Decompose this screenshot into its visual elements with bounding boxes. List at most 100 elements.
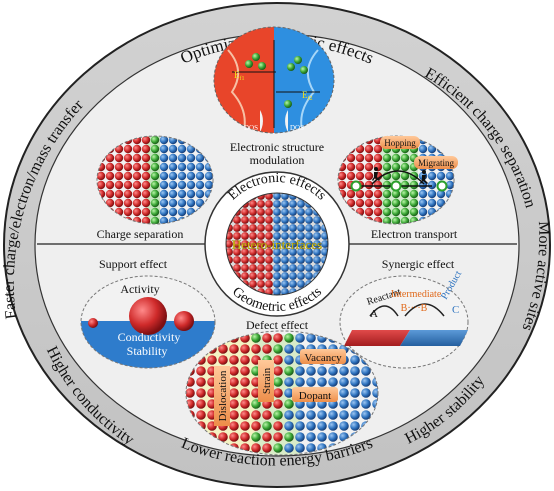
lattice-atom	[132, 180, 142, 190]
lattice-atom	[273, 200, 281, 208]
lattice-atom	[240, 388, 250, 398]
lattice-atom	[195, 198, 205, 208]
lattice-atom	[427, 189, 437, 199]
lattice-atom	[241, 240, 249, 248]
lattice-atom	[132, 144, 142, 154]
lattice-atom	[281, 248, 289, 256]
dos-label-left: DOS	[244, 124, 258, 132]
lattice-atom	[409, 207, 419, 217]
intermediate-label: Intermediate	[391, 289, 442, 300]
lattice-atom	[391, 198, 401, 208]
lattice-atom	[141, 162, 151, 172]
lattice-atom	[297, 256, 305, 264]
lattice-atom	[361, 410, 371, 420]
lattice-atom	[233, 256, 241, 264]
dislocation-tag	[214, 366, 230, 426]
lattice-atom	[251, 344, 261, 354]
lattice-atom	[204, 180, 213, 190]
lattice-atom	[177, 189, 187, 199]
lattice-atom	[297, 208, 305, 216]
lattice-atom	[141, 153, 151, 163]
lattice-atom	[186, 189, 196, 199]
lattice-atom	[427, 171, 437, 181]
lattice-atom	[249, 280, 257, 288]
lattice-atom	[273, 288, 281, 295]
lattice-atom	[159, 180, 169, 190]
lattice-atom	[313, 232, 321, 240]
lattice-atom	[265, 232, 273, 240]
lattice-atom	[313, 256, 321, 264]
lattice-atom	[364, 162, 374, 172]
lattice-atom	[207, 355, 217, 365]
lattice-atom	[400, 198, 410, 208]
lattice-atom	[251, 421, 261, 431]
product-letter: C	[452, 304, 459, 316]
lattice-atom	[273, 256, 281, 264]
lattice-atom	[355, 153, 365, 163]
lattice-atom	[328, 366, 338, 376]
migrating-tag	[414, 156, 458, 169]
lattice-atom	[273, 224, 281, 232]
lattice-atom	[229, 399, 239, 409]
lattice-atom	[305, 232, 313, 240]
lattice-atom	[196, 377, 206, 387]
lattice-atom	[141, 180, 151, 190]
lattice-atom	[273, 208, 281, 216]
lattice-atom	[355, 198, 365, 208]
lattice-atom	[150, 180, 160, 190]
lattice-atom	[265, 264, 273, 272]
lattice-atom	[409, 180, 419, 190]
lattice-atom	[262, 410, 272, 420]
lattice-atom	[262, 432, 272, 442]
stability-label: Stability	[127, 344, 168, 358]
lattice-atom	[97, 180, 106, 190]
lattice-atom	[338, 180, 347, 190]
strain-label: Strain	[261, 367, 273, 394]
lattice-atom	[289, 248, 297, 256]
lattice-atom	[186, 388, 195, 398]
lattice-atom	[249, 208, 257, 216]
lattice-atom	[233, 248, 241, 256]
lattice-atom	[281, 200, 289, 208]
lattice-atom	[400, 216, 410, 224]
defect-effect-panel: Dislocation Strain Vacancy Dopant	[185, 330, 379, 456]
lattice-atom	[364, 198, 374, 208]
lattice-atom	[249, 272, 257, 280]
lattice-atom	[265, 200, 273, 208]
lattice-atom	[281, 272, 289, 280]
lattice-atom	[150, 171, 160, 181]
center-badge: Electronic effects Geometric effects Het…	[204, 171, 350, 317]
lattice-atom	[218, 344, 228, 354]
lattice-atom	[289, 200, 297, 208]
lattice-atom	[391, 207, 401, 217]
lattice-atom	[114, 189, 124, 199]
lattice-atom	[229, 388, 239, 398]
lattice-atom	[159, 198, 169, 208]
lattice-atom	[281, 224, 289, 232]
lattice-atom	[114, 153, 124, 163]
lattice-atom	[350, 388, 360, 398]
lattice-atom	[273, 421, 283, 431]
lattice-atom	[233, 232, 241, 240]
lattice-atom	[265, 280, 273, 288]
lattice-atom	[168, 171, 178, 181]
lattice-atom	[150, 162, 160, 172]
lattice-atom	[297, 248, 305, 256]
lattice-atom	[297, 224, 305, 232]
lattice-atom	[132, 171, 142, 181]
lattice-atom	[317, 377, 327, 387]
lattice-atom	[195, 189, 205, 199]
lattice-atom	[150, 189, 160, 199]
lattice-atom	[141, 144, 151, 154]
lattice-atom	[339, 399, 349, 409]
lattice-atom	[257, 232, 265, 240]
lattice-atom	[281, 208, 289, 216]
lattice-atom	[273, 280, 281, 288]
lattice-atom	[265, 272, 273, 280]
lattice-atom	[262, 333, 272, 343]
lattice-atom	[355, 171, 365, 181]
lattice-atom	[305, 272, 313, 280]
lattice-atom	[249, 240, 257, 248]
lattice-atom	[281, 216, 289, 224]
lattice-atom	[400, 189, 410, 199]
